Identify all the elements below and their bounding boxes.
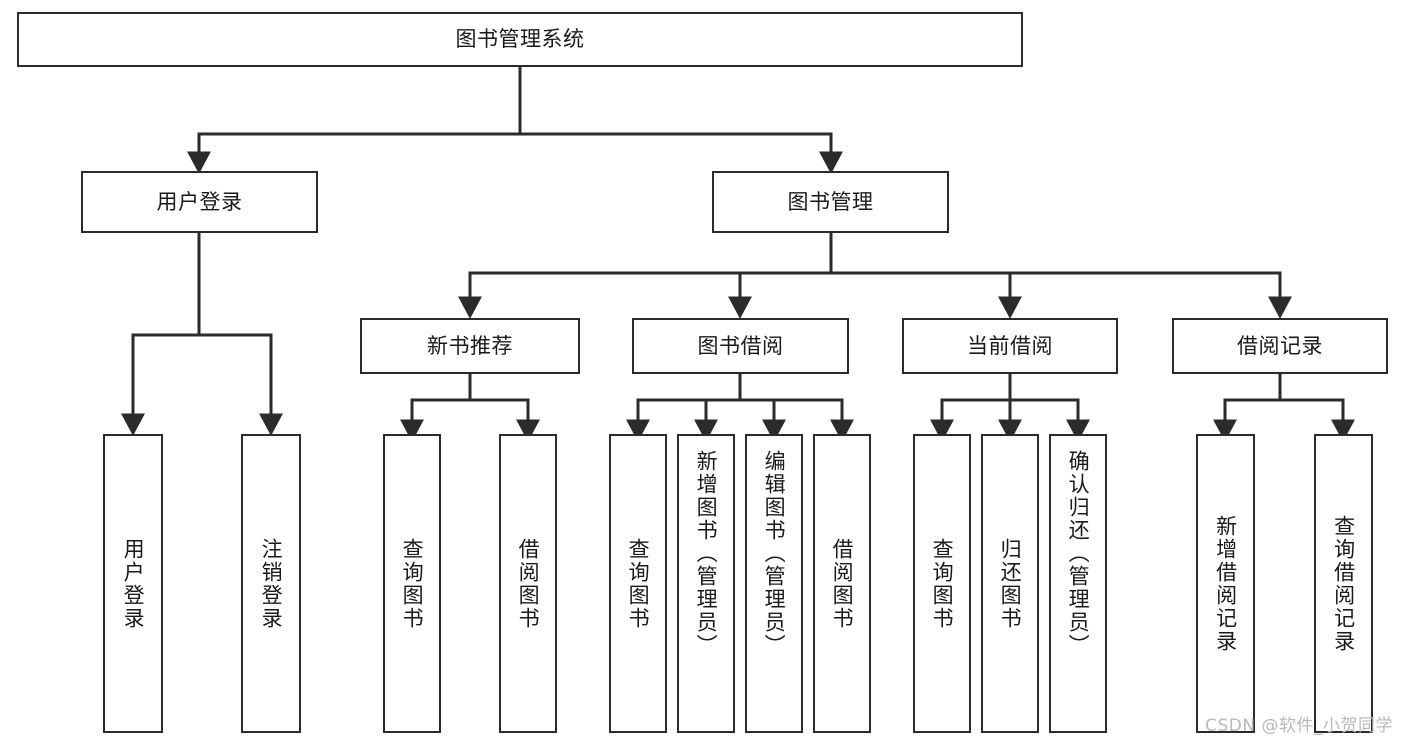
node-leaf-add-record-label: 新增借阅记录 (1213, 514, 1238, 653)
node-leaf-borrow-book-2-label: 借阅图书 (830, 537, 855, 630)
node-leaf-edit-book-label: 编辑图书（管理员） (762, 450, 787, 657)
node-leaf-return-book[interactable]: 归还图书 (981, 434, 1039, 733)
node-leaf-query-book-1-label: 查询图书 (400, 537, 425, 630)
node-new-book-recommend[interactable]: 新书推荐 (360, 318, 580, 374)
node-borrow-record[interactable]: 借阅记录 (1172, 318, 1388, 374)
node-leaf-query-book-3-label: 查询图书 (930, 537, 955, 630)
node-borrow-record-label: 借阅记录 (1237, 333, 1323, 358)
node-user-login[interactable]: 用户登录 (81, 171, 318, 233)
node-leaf-query-record[interactable]: 查询借阅记录 (1314, 434, 1373, 733)
node-book-borrow-label: 图书借阅 (697, 333, 784, 358)
node-leaf-query-book-1[interactable]: 查询图书 (383, 434, 441, 733)
node-current-borrow[interactable]: 当前借阅 (902, 318, 1118, 374)
node-leaf-query-record-label: 查询借阅记录 (1331, 514, 1356, 653)
node-leaf-confirm-return[interactable]: 确认归还（管理员） (1049, 434, 1107, 733)
node-leaf-borrow-book-1[interactable]: 借阅图书 (499, 434, 557, 733)
node-leaf-add-record[interactable]: 新增借阅记录 (1196, 434, 1255, 733)
node-leaf-add-book-label: 新增图书（管理员） (694, 450, 719, 657)
node-root[interactable]: 图书管理系统 (17, 12, 1023, 67)
node-leaf-user-login[interactable]: 用户登录 (103, 434, 163, 733)
node-leaf-query-book-2[interactable]: 查询图书 (609, 434, 667, 733)
node-root-label: 图书管理系统 (455, 27, 585, 52)
node-leaf-user-logout[interactable]: 注销登录 (241, 434, 301, 733)
node-leaf-edit-book[interactable]: 编辑图书（管理员） (745, 434, 803, 733)
node-leaf-borrow-book-2[interactable]: 借阅图书 (813, 434, 871, 733)
node-leaf-borrow-book-1-label: 借阅图书 (516, 537, 541, 630)
node-leaf-confirm-return-label: 确认归还（管理员） (1066, 450, 1091, 657)
node-book-management-label: 图书管理 (787, 189, 874, 214)
node-leaf-query-book-2-label: 查询图书 (626, 537, 651, 630)
node-leaf-query-book-3[interactable]: 查询图书 (913, 434, 971, 733)
node-book-borrow[interactable]: 图书借阅 (632, 318, 849, 374)
csdn-watermark: CSDN @软件_小贺同学 (1205, 716, 1393, 736)
node-leaf-user-login-label: 用户登录 (121, 537, 146, 630)
node-current-borrow-label: 当前借阅 (967, 333, 1053, 358)
node-leaf-add-book[interactable]: 新增图书（管理员） (677, 434, 735, 733)
node-leaf-user-logout-label: 注销登录 (259, 537, 284, 630)
node-new-book-recommend-label: 新书推荐 (427, 333, 513, 358)
node-leaf-return-book-label: 归还图书 (998, 537, 1023, 630)
node-book-management[interactable]: 图书管理 (712, 171, 949, 233)
node-user-login-label: 用户登录 (156, 189, 243, 214)
